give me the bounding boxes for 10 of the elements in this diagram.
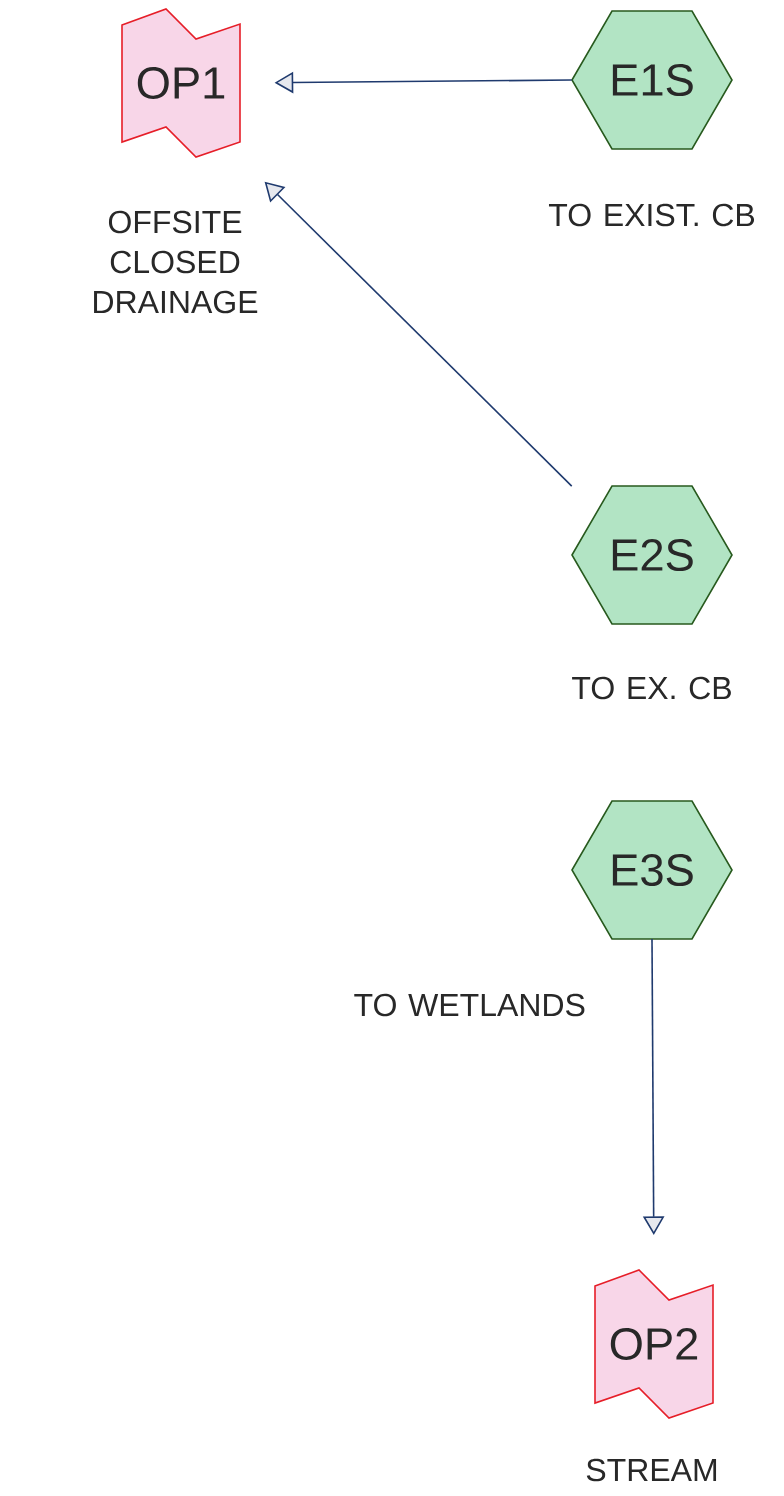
node-caption: TO EX. CB: [572, 676, 731, 700]
outfall-node: OP1: [121, 8, 241, 158]
node-caption: STREAM: [586, 1458, 717, 1482]
hexagon-node: E1S: [571, 10, 733, 150]
outfall-node: OP2: [594, 1269, 714, 1419]
node-caption: TO EXIST. CB: [549, 203, 755, 227]
node-caption: OFFSITE CLOSED DRAINAGE: [94, 210, 258, 314]
hexagon-node: E2S: [571, 485, 733, 625]
hexagon-node: E3S: [571, 800, 733, 940]
node-caption: TO WETLANDS: [354, 993, 585, 1017]
